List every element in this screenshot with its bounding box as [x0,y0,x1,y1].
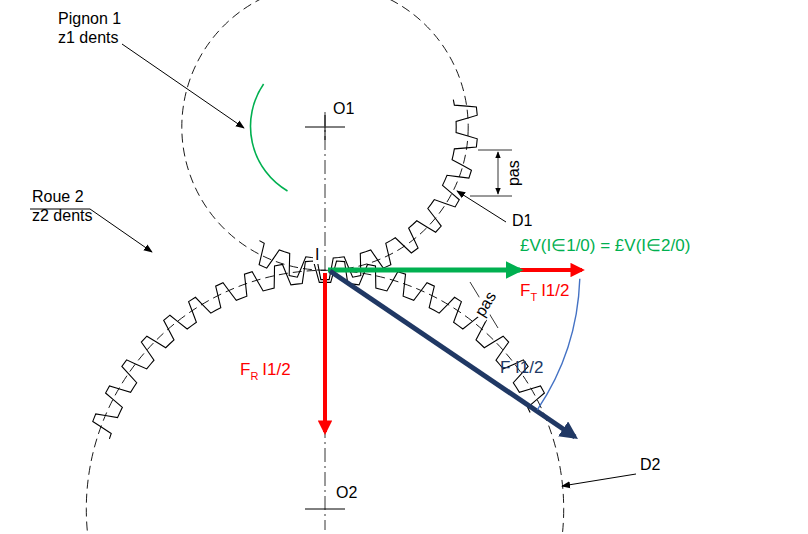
force-label: I1/2 [541,281,569,301]
gear-teeth [93,261,545,439]
diameter-label: D1 [512,212,532,230]
center-label: O1 [333,100,354,118]
force-label: F [240,360,250,380]
force-subscript: R [250,370,258,383]
dimension-line [478,150,512,151]
point-label: I [313,246,321,264]
dimension-line [498,152,499,194]
velocity-label: £V(I∈1/0) = £V(I∈2/0) [520,236,690,256]
pitch-circle-d2 [86,270,563,534]
center-cross [325,115,326,140]
center-label: O2 [336,484,357,502]
force-label: F I1/2 [500,358,543,378]
resultant-force-arrow [330,271,575,437]
pitch-circle-d1 [182,0,468,270]
center-line [325,112,326,530]
part-name: z2 dents [32,207,92,225]
diameter-label: D2 [640,456,660,474]
part-name: Pignon 1 [58,10,121,28]
leader-line [122,44,244,128]
force-label: I1/2 [262,360,290,380]
tangential-force-arrow [328,268,582,272]
pressure-angle-arc [537,279,580,410]
leader-line [90,209,152,252]
force-subscript: T [530,291,537,304]
center-cross [305,509,345,510]
part-name: Roue 2 [32,188,84,206]
force-label: F [520,281,530,301]
radial-force-arrow [323,273,327,432]
gear-teeth [259,100,477,280]
velocity-arrow [328,268,520,273]
dimension-label: pas [505,158,523,188]
rotation-arc [251,84,288,191]
dimension-label: pas [470,286,501,321]
dimension-line [470,196,512,197]
leader-line [562,474,636,486]
part-name: z1 dents [58,29,118,47]
